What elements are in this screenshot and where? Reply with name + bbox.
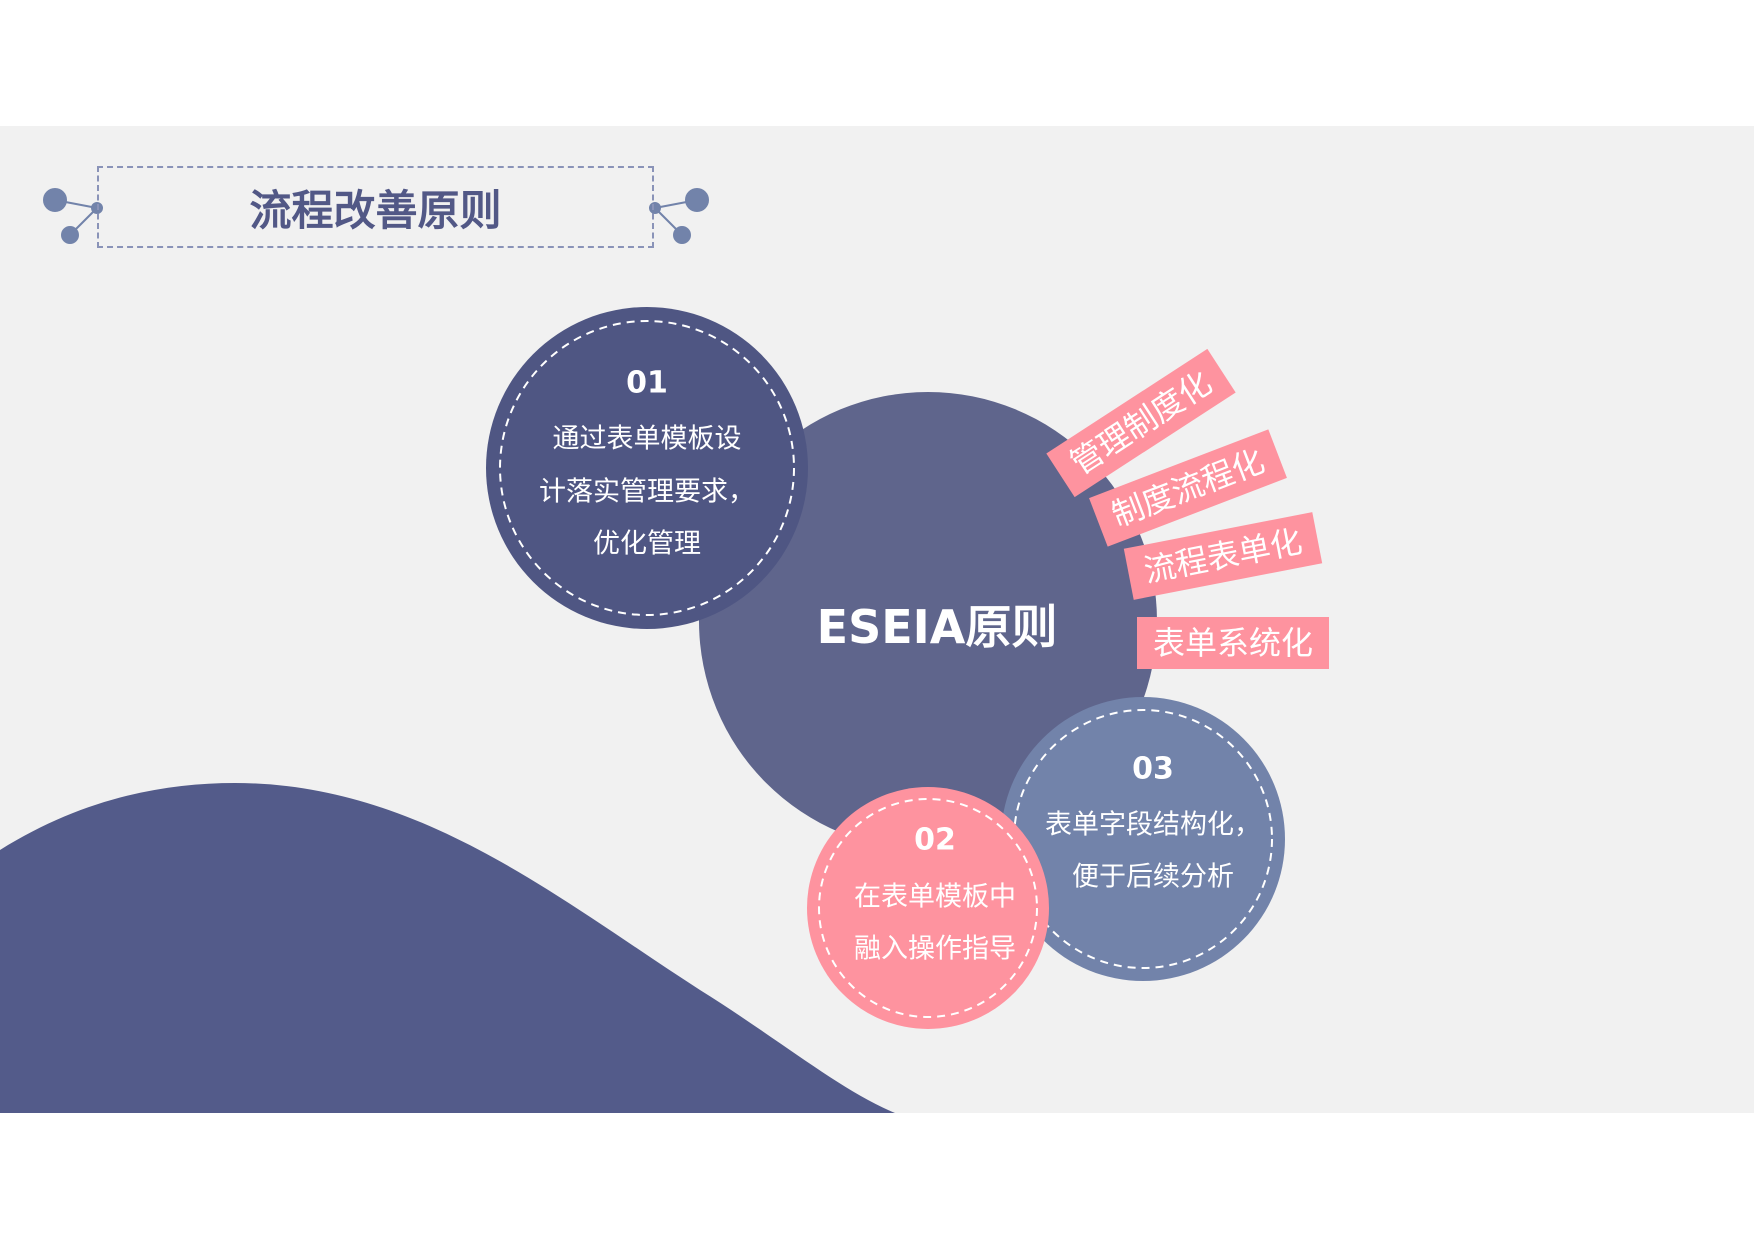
circle-01 [486,307,808,629]
center-label: ESEIA原则 [816,600,1058,654]
item-01-number: 01 [626,365,668,401]
circle-03 [1001,697,1285,981]
circle-02 [807,787,1049,1029]
item-02-line: 融入操作指导 [854,933,1016,965]
center-circle [699,392,1157,850]
item-03-line: 表单字段结构化， [1045,809,1261,841]
tag-4: 表单系统化 [1137,617,1329,669]
wave-shape [0,783,895,1113]
page-title: 流程改善原则 [97,166,654,248]
item-01-line: 计落实管理要求， [539,476,755,508]
item-03-number: 03 [1132,751,1174,787]
network-icon-left [43,188,103,244]
network-icon-right [649,188,709,244]
item-02-number: 02 [914,822,956,858]
item-02-line: 在表单模板中 [854,881,1016,913]
item-03-line: 便于后续分析 [1072,861,1234,893]
item-01-line: 优化管理 [593,528,701,560]
item-01-line: 通过表单模板设 [552,423,742,455]
